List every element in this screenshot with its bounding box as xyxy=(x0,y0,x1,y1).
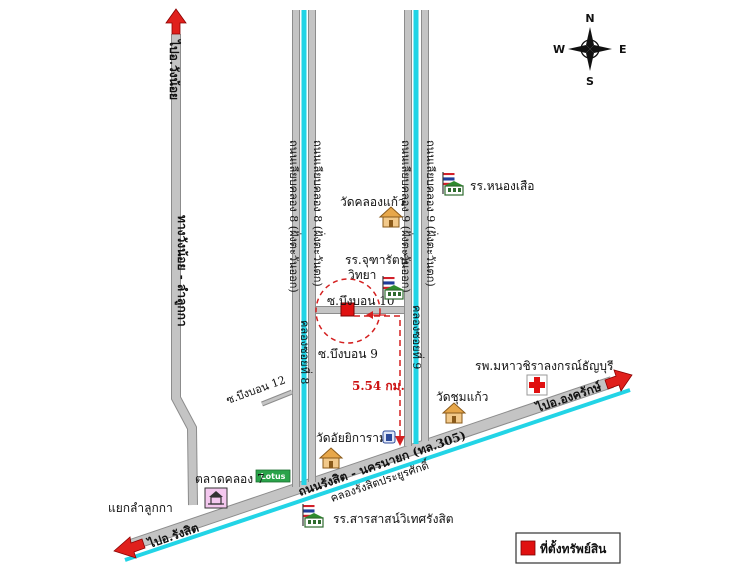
label-to-rangsit: ไปอ.รังสิต xyxy=(144,520,201,552)
label-hospital: รพ.มหาวชิราลงกรณ์ธัญบุรี xyxy=(475,359,614,374)
arrow-west-rangsit xyxy=(113,536,146,559)
school-icon-jarat-witthaya xyxy=(382,276,404,300)
label-market-klong-7: ตลาดคลอง 7 xyxy=(195,472,265,486)
school-icon-nong-suea xyxy=(442,172,464,196)
label-school-jarat-line2: วิทยา xyxy=(348,268,377,282)
compass-east: E xyxy=(619,43,627,56)
route-to-main-road xyxy=(354,315,401,438)
market-icon xyxy=(204,487,228,509)
compass-north: N xyxy=(585,12,594,25)
temple-icon-wat-chum-kaew xyxy=(441,402,467,424)
property-radius-circle xyxy=(315,278,381,344)
temple-icon-wat-aiyikaram xyxy=(318,447,344,469)
label-soi-bungbon-12: ซ.บึงบอน 12 xyxy=(225,373,288,406)
lotus-logo-text: Lotus xyxy=(261,472,286,481)
label-soi-bungbon-9: ซ.บึงบอน 9 xyxy=(318,347,378,361)
legend-property-swatch xyxy=(520,540,536,556)
compass-rose: N S E W xyxy=(553,12,627,88)
school-icon-sarasas xyxy=(302,504,324,528)
road-klong-8 xyxy=(292,10,316,487)
compass-south: S xyxy=(586,75,594,88)
label-klong-8-canal: คลองซอยที่ 8 xyxy=(298,320,313,384)
hospital-icon xyxy=(526,374,548,396)
label-school-nong-suea: รร.หนองเสือ xyxy=(470,179,535,193)
road-soi-bungbon-12 xyxy=(261,389,293,407)
lotus-store-icon: Lotus xyxy=(255,469,291,483)
gas-station-icon xyxy=(382,430,396,444)
route-arrow-head xyxy=(395,436,405,446)
label-klong8-east-road: ถนนเลียบคลอง 8 (ฝั่งตะวันออก) xyxy=(287,140,302,293)
label-to-wang-noi: ไปอ.วังน้อย xyxy=(167,38,182,100)
road-rangsit-nakhonnayok xyxy=(126,376,614,552)
distance-label: 5.54 กม. xyxy=(352,379,405,393)
label-lamlukka-junction: แยกลำลูกกา xyxy=(108,501,173,516)
temple-icon-wat-klong-kaew xyxy=(378,206,404,228)
label-soi-bungbon-10: ซ.บึงบอน 10 xyxy=(327,294,395,308)
road-klong-9 xyxy=(404,10,429,446)
arrow-north-wang-noi xyxy=(165,8,187,35)
arrow-east-ongkharak xyxy=(604,369,633,392)
legend-property-label: ที่ตั้งทรัพย์สิน xyxy=(540,539,607,556)
road-wangnoi-lamlukka xyxy=(171,34,198,506)
property-marker[interactable] xyxy=(340,302,355,317)
label-school-sarasas: รร.สารสาสน์วิเทศรังสิต xyxy=(333,512,454,526)
label-klong9-west-road: ถนนเลียบคลอง 9 (ฝั่งตะวันตก) xyxy=(424,140,439,287)
legend-box: ที่ตั้งทรัพย์สิน xyxy=(515,532,621,564)
label-school-jarat-line1: รร.จุฑารัตน์ xyxy=(345,253,408,268)
soi-10-pointer-head xyxy=(366,311,373,319)
label-klong-9-canal: คลองซอยที่ 9 xyxy=(410,305,425,369)
label-klong8-west-road: ถนนเลียบคลอง 8 (ฝั่งตะวันตก) xyxy=(311,140,326,287)
canal-rangsit-prayunsak xyxy=(124,388,631,562)
label-klong9-east-road: ถนนเลียบคลอง 9 (ฝั่งตะวันออก) xyxy=(399,140,414,293)
label-wat-aiyikaram: วัดอัยยิการาม xyxy=(316,431,387,445)
label-wat-chum-kaew: วัดชุมแก้ว xyxy=(436,390,488,405)
compass-west: W xyxy=(553,43,565,56)
label-wat-klong-kaew: วัดคลองแก้ว xyxy=(340,195,405,209)
label-wangnoi-lamlukka-road: ทางวังน้อย - ลำลูกกา xyxy=(174,215,189,327)
